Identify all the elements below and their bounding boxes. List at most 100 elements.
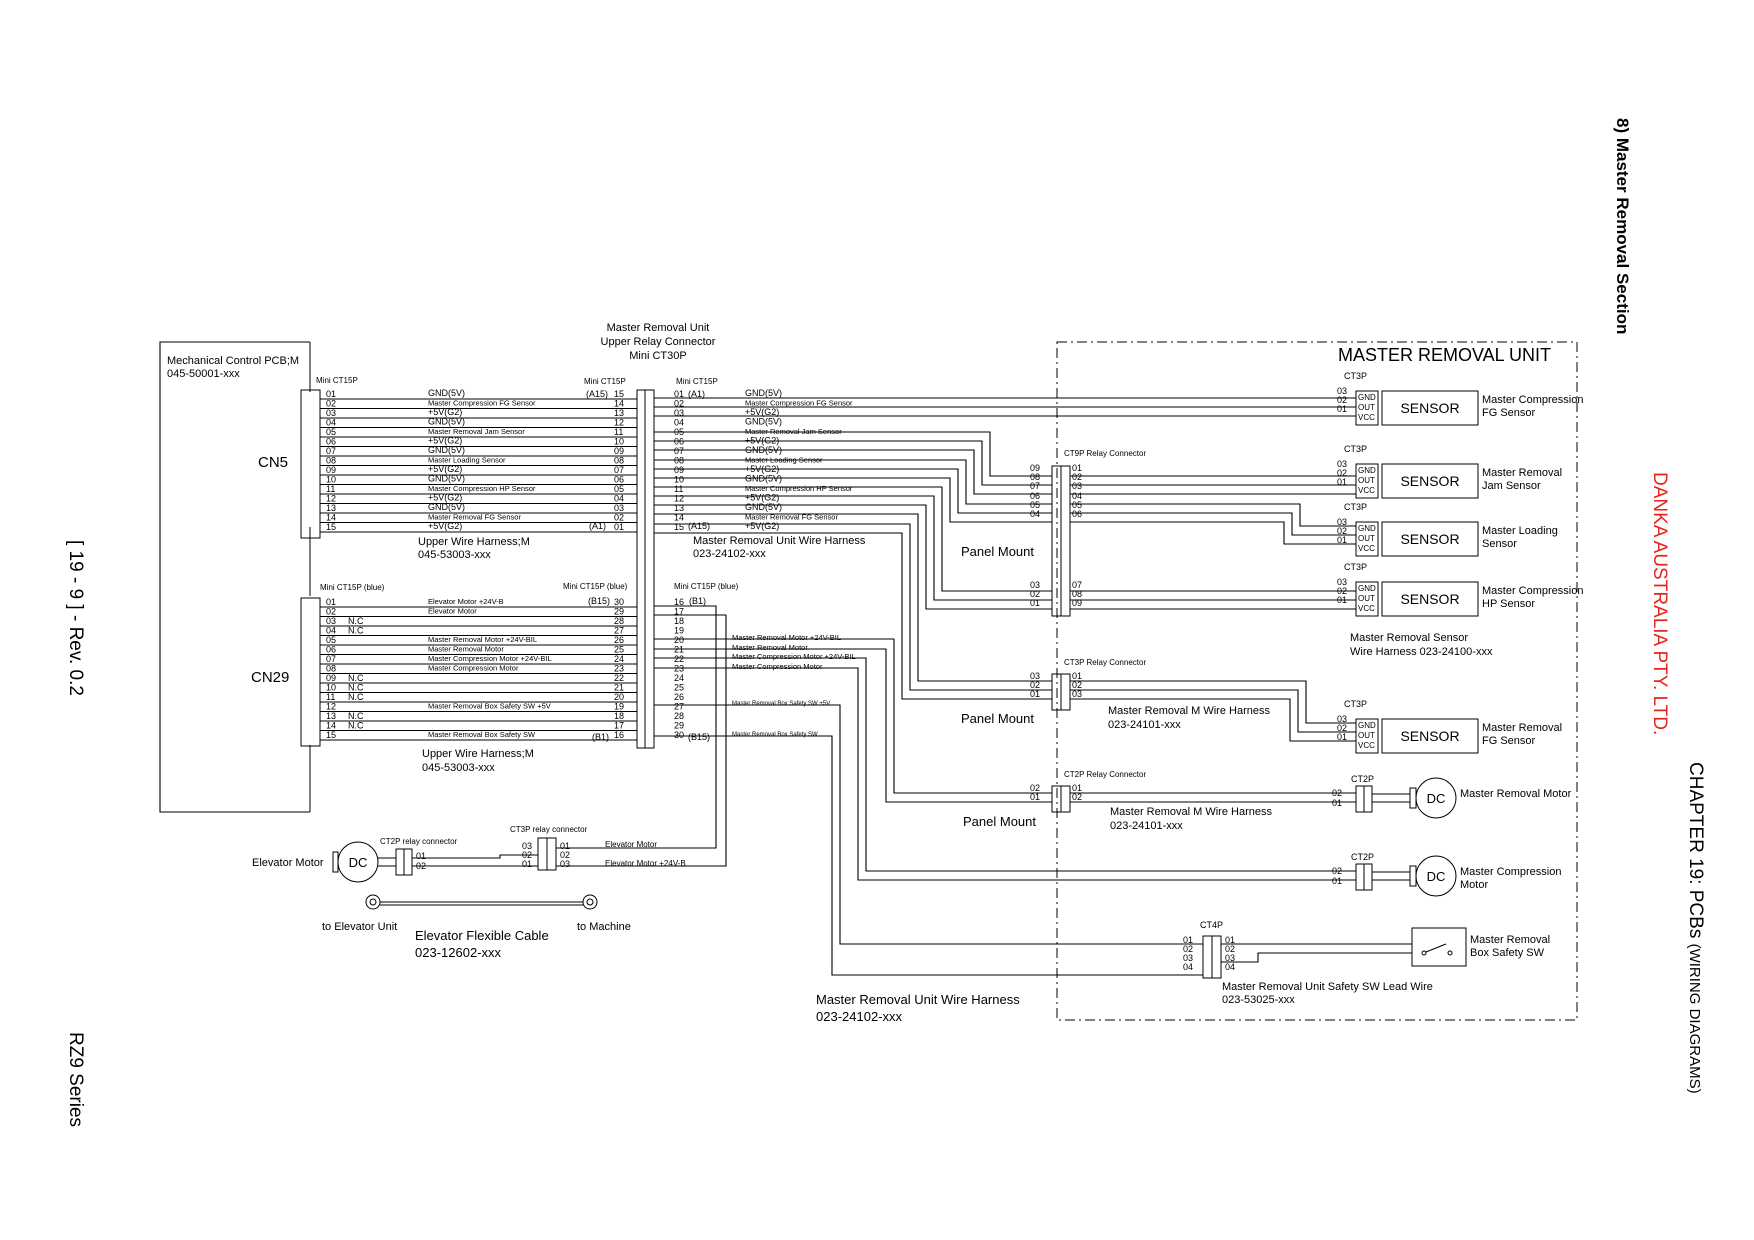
relay-right-pin: 29 (674, 721, 684, 731)
relay-left-pin: 28 (614, 616, 624, 626)
out-label: OUT (1358, 534, 1375, 543)
elev-ct3-pin-r: 01 (560, 841, 570, 851)
relay-right-pin: 12 (674, 494, 684, 504)
relay-signal: +5V(G2) (745, 407, 779, 417)
relay-left-pin: 10 (614, 437, 624, 447)
relay-right-pin: 11 (674, 484, 683, 494)
label-layer: Mechanical Control PCB;M045-50001-xxxCN5… (167, 322, 1583, 1024)
ct9-wire (654, 495, 1052, 601)
m-harness-part-1: 023-24101-xxx (1108, 719, 1181, 731)
ct2p-label: CT2P (1351, 852, 1374, 862)
right-top-type: Mini CT15P (676, 377, 718, 386)
cn5-pin: 10 (326, 475, 336, 485)
ct3-pin: 03 (1030, 671, 1040, 681)
relay-signal: +5V(G2) (745, 493, 779, 503)
vcc-label: VCC (1358, 604, 1375, 613)
cn29-signal: Master Removal Box Safety SW +5V (428, 702, 551, 711)
relay-right-pin: 27 (674, 702, 684, 712)
sensor-box (1381, 718, 1479, 754)
ct3-pin-r: 01 (1072, 671, 1082, 681)
cable-ring-inner (586, 898, 594, 906)
relay-signal: +5V(G2) (745, 521, 779, 531)
sensor-name: Master Removal (1482, 722, 1562, 734)
left-bottom-type: Mini CT15P (blue) (563, 582, 628, 591)
page-reference: [ 19 - 9 ] - Rev. 0.2 (65, 540, 86, 696)
ct9-pin: 07 (1030, 481, 1040, 491)
cn29-pin: 05 (326, 635, 336, 645)
sensor-pin: 02 (1337, 586, 1347, 596)
sensor-pin-block (1355, 521, 1379, 557)
ct4-pin-r: 04 (1225, 962, 1235, 972)
relay-left-pin: 13 (614, 408, 624, 418)
sensor-box (1381, 521, 1479, 557)
motor-sig: Master Compression Motor +24V-BIL (732, 652, 856, 661)
ct3-pin: 02 (1030, 680, 1040, 690)
motor-pin: 01 (1332, 798, 1342, 808)
relay-signal: +5V(G2) (745, 464, 779, 474)
relay-left-pin: 25 (614, 645, 624, 655)
relay-right-pin: 18 (674, 616, 684, 626)
ct9-pin: 09 (1030, 463, 1040, 473)
elevator-motor-label: Elevator Motor (252, 857, 324, 869)
motor-sig: Master Compression Motor (732, 662, 823, 671)
relay-right-pin: 17 (674, 607, 684, 617)
vcc-label: VCC (1358, 486, 1375, 495)
ct3p-label: CT3P (1344, 562, 1367, 572)
sensor-label: SENSOR (1400, 473, 1459, 489)
cn29-pin: 08 (326, 664, 336, 674)
sensor-pin-block (1355, 463, 1379, 499)
relay-right-pin: 14 (674, 513, 684, 523)
nc-label: N.C (348, 692, 364, 702)
cn5-signal: GND(5V) (428, 388, 465, 398)
sensor-pin-block (1355, 718, 1379, 754)
relay-signal: Master Compression FG Sensor (745, 399, 853, 408)
b1r-mark: (B1) (689, 596, 706, 606)
cn29-signal: Master Compression Motor +24V-BIL (428, 654, 552, 663)
sensor-label: SENSOR (1400, 591, 1459, 607)
cn29-signal: Master Removal Box Safety SW (428, 730, 536, 739)
comp-motor-wire (654, 667, 1356, 881)
cn5-signal: +5V(G2) (428, 407, 462, 417)
motor-wire (654, 648, 1052, 803)
cn5-pin: 14 (326, 513, 336, 523)
sensor-harness-part: Wire Harness 023-24100-xxx (1350, 646, 1493, 658)
motor-wire (654, 638, 1052, 794)
relay-right-pin: 07 (674, 446, 684, 456)
gnd-label: GND (1358, 584, 1376, 593)
gnd-label: GND (1358, 524, 1376, 533)
relay-right-pin: 30 (674, 730, 684, 740)
relay-left-pin: 23 (614, 664, 624, 674)
ct9-wire (654, 477, 1052, 523)
cn29-pin: 04 (326, 626, 336, 636)
relay-left-pin: 16 (614, 730, 624, 740)
sensor-pin: 03 (1337, 577, 1347, 587)
cn29-pin: 15 (326, 730, 336, 740)
ct9p-label: CT9P Relay Connector (1064, 449, 1146, 458)
cn29-label: CN29 (251, 669, 289, 686)
upper-harness-part: 045-53003-xxx (418, 549, 491, 561)
fg2-wire (1070, 689, 1356, 733)
ct9-pin-r: 09 (1072, 598, 1082, 608)
relay-right-pin: 05 (674, 427, 684, 437)
relay-left-pin: 05 (614, 484, 624, 494)
unit-harness-bottom-part: 023-24102-xxx (816, 1009, 902, 1024)
relay-left-pin: 30 (614, 597, 624, 607)
relay-left-pin: 03 (614, 503, 624, 513)
ct9-pin-r: 06 (1072, 509, 1082, 519)
ct9-pin-r: 04 (1072, 491, 1082, 501)
sensor-pin: 01 (1337, 535, 1347, 545)
flex-cable-part: 023-12602-xxx (415, 945, 501, 960)
motor-name: Motor (1460, 879, 1488, 891)
m-harness-part-2: 023-24101-xxx (1110, 820, 1183, 832)
sensor-pin-block (1355, 390, 1379, 426)
relay-left-pin: 12 (614, 418, 624, 428)
cn5-pin: 06 (326, 437, 336, 447)
sensor-name: Jam Sensor (1482, 480, 1541, 492)
vcc-label: VCC (1358, 741, 1375, 750)
relay-right-pin: 20 (674, 635, 684, 645)
ct9-wire (654, 486, 1052, 592)
relay-signal: +5V(G2) (745, 436, 779, 446)
vcc-label: VCC (1358, 413, 1375, 422)
relay-right-pin: 24 (674, 673, 684, 683)
relay-right-pin: 08 (674, 456, 684, 466)
